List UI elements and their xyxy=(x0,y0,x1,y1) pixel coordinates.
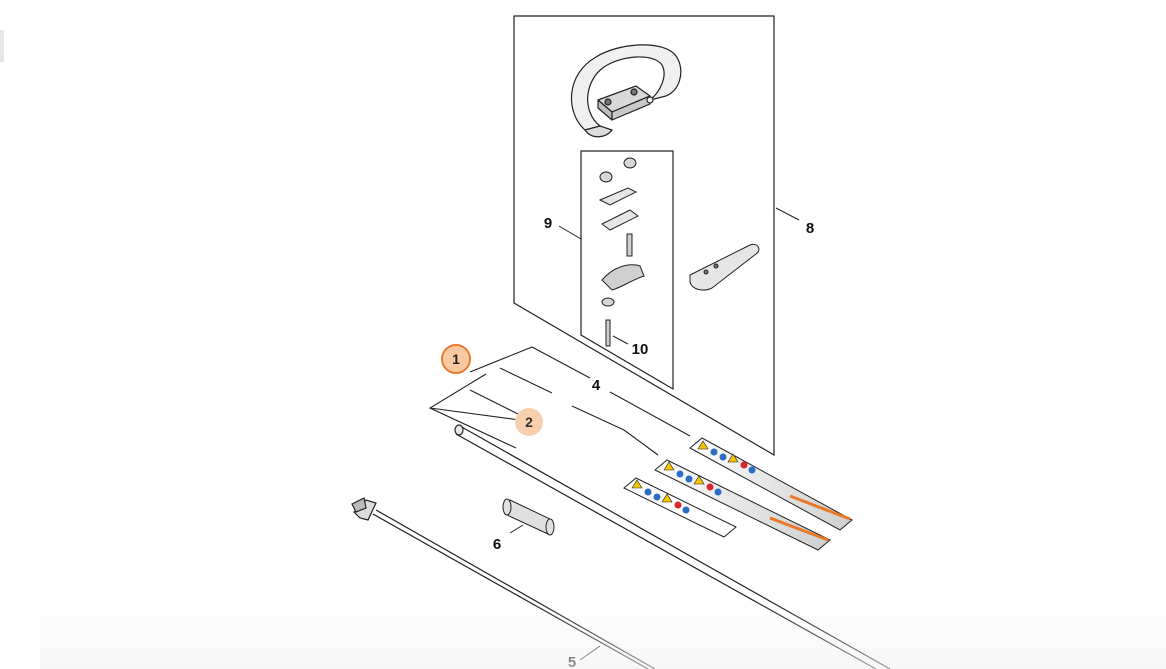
kit-box-8 xyxy=(513,15,775,457)
drive-shaft-part xyxy=(351,497,656,669)
callout-6-label: 6 xyxy=(493,536,501,553)
callout-5-label: 5 xyxy=(568,654,576,669)
bushing-part xyxy=(502,498,555,536)
callout-1-label: 1 xyxy=(452,351,460,367)
scroll-tab xyxy=(0,30,4,62)
callout-10[interactable]: 10 xyxy=(632,341,649,358)
callout-8-label: 8 xyxy=(806,220,814,237)
callout-9-label: 9 xyxy=(544,215,552,232)
shaft-tube-part xyxy=(454,424,891,669)
callout-9[interactable]: 9 xyxy=(544,215,552,232)
callout-2-label: 2 xyxy=(525,414,533,430)
callout-4-label: 4 xyxy=(592,377,601,394)
callout-1-active[interactable]: 1 xyxy=(441,344,471,374)
callout-5[interactable]: 5 xyxy=(568,654,576,669)
kit-box-9 xyxy=(580,150,674,391)
loop-handle-part xyxy=(570,44,682,138)
clamp-set-parts xyxy=(598,157,645,347)
handle-bracket-part xyxy=(689,243,760,291)
callout-8[interactable]: 8 xyxy=(806,220,814,237)
callout-10-label: 10 xyxy=(632,341,649,358)
leader-lines xyxy=(509,207,800,661)
kit-bracket-lines xyxy=(428,346,691,456)
callout-6[interactable]: 6 xyxy=(493,536,501,553)
callout-4[interactable]: 4 xyxy=(592,377,601,394)
decal-sheets-part xyxy=(623,437,853,551)
callout-2-highlight[interactable]: 2 xyxy=(515,408,543,436)
